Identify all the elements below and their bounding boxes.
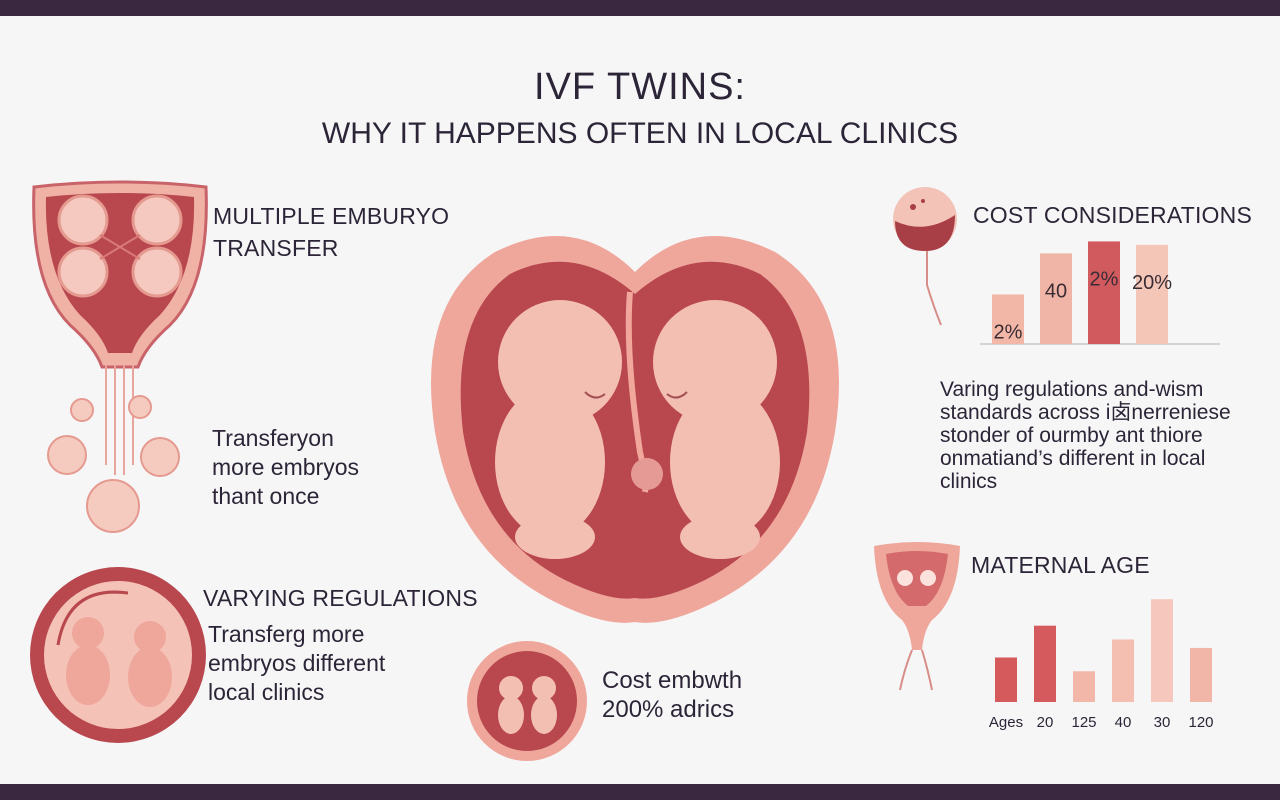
maternal-age-heading: MATERNAL AGE xyxy=(971,552,1150,578)
page-title: IVF TWINS: xyxy=(534,66,746,108)
varying-regulations-heading: VARYING REGULATIONS xyxy=(203,585,478,611)
age-bar xyxy=(1151,599,1173,702)
age-bar xyxy=(995,657,1017,702)
cost-considerations-heading: COST CONSIDERATIONS xyxy=(973,202,1252,228)
age-bar xyxy=(1034,625,1056,702)
cost-bar-label: 40 xyxy=(1045,280,1067,302)
age-axis-label: Ages xyxy=(989,714,1023,731)
maternal-age-bar-chart: Ages 20 125 40 30 120 xyxy=(989,599,1214,731)
cost-bar xyxy=(1136,244,1168,344)
womb-twins-illustration xyxy=(431,236,839,623)
age-bar xyxy=(1112,639,1134,702)
age-bar xyxy=(1073,671,1095,702)
top-border xyxy=(0,0,1280,16)
multiple-transfer-text: Transferyon more embryos thant once xyxy=(212,425,359,509)
cost-center-text: Cost embwth 200% adrics xyxy=(602,667,743,723)
page-subtitle: WHY IT HAPPENS OFTEN IN LOCAL CLINICS xyxy=(321,117,959,150)
cost-bar-label: 2% xyxy=(994,321,1023,343)
uterus-embryos-icon xyxy=(32,180,208,533)
age-axis-label: 20 xyxy=(1037,714,1054,731)
uterus-small-icon xyxy=(874,542,960,691)
cost-bar xyxy=(992,294,1024,344)
multiple-transfer-heading: MULTIPLE EMBURYO TRANSFER xyxy=(213,203,450,261)
cost-bar xyxy=(1088,241,1120,344)
cost-bar-label: 2% xyxy=(1090,268,1119,290)
age-axis-label: 40 xyxy=(1115,714,1132,731)
twins-circle-icon xyxy=(30,567,206,743)
bottom-border xyxy=(0,784,1280,800)
cost-bar-label: 20% xyxy=(1132,272,1172,294)
age-bar xyxy=(1190,647,1212,702)
twins-small-circle-icon xyxy=(467,641,587,761)
age-axis-label: 30 xyxy=(1154,714,1171,731)
age-axis-label: 125 xyxy=(1071,714,1096,731)
cost-considerations-text: Varing regulations and-wism standards ac… xyxy=(940,378,1231,493)
varying-regulations-text: Transferg more embryos different local c… xyxy=(208,621,386,705)
age-axis-label: 120 xyxy=(1188,714,1213,731)
balloon-icon xyxy=(893,187,957,326)
cost-bar-chart: 2% 40 2% 20% xyxy=(980,241,1220,345)
cost-bar xyxy=(1040,253,1072,344)
